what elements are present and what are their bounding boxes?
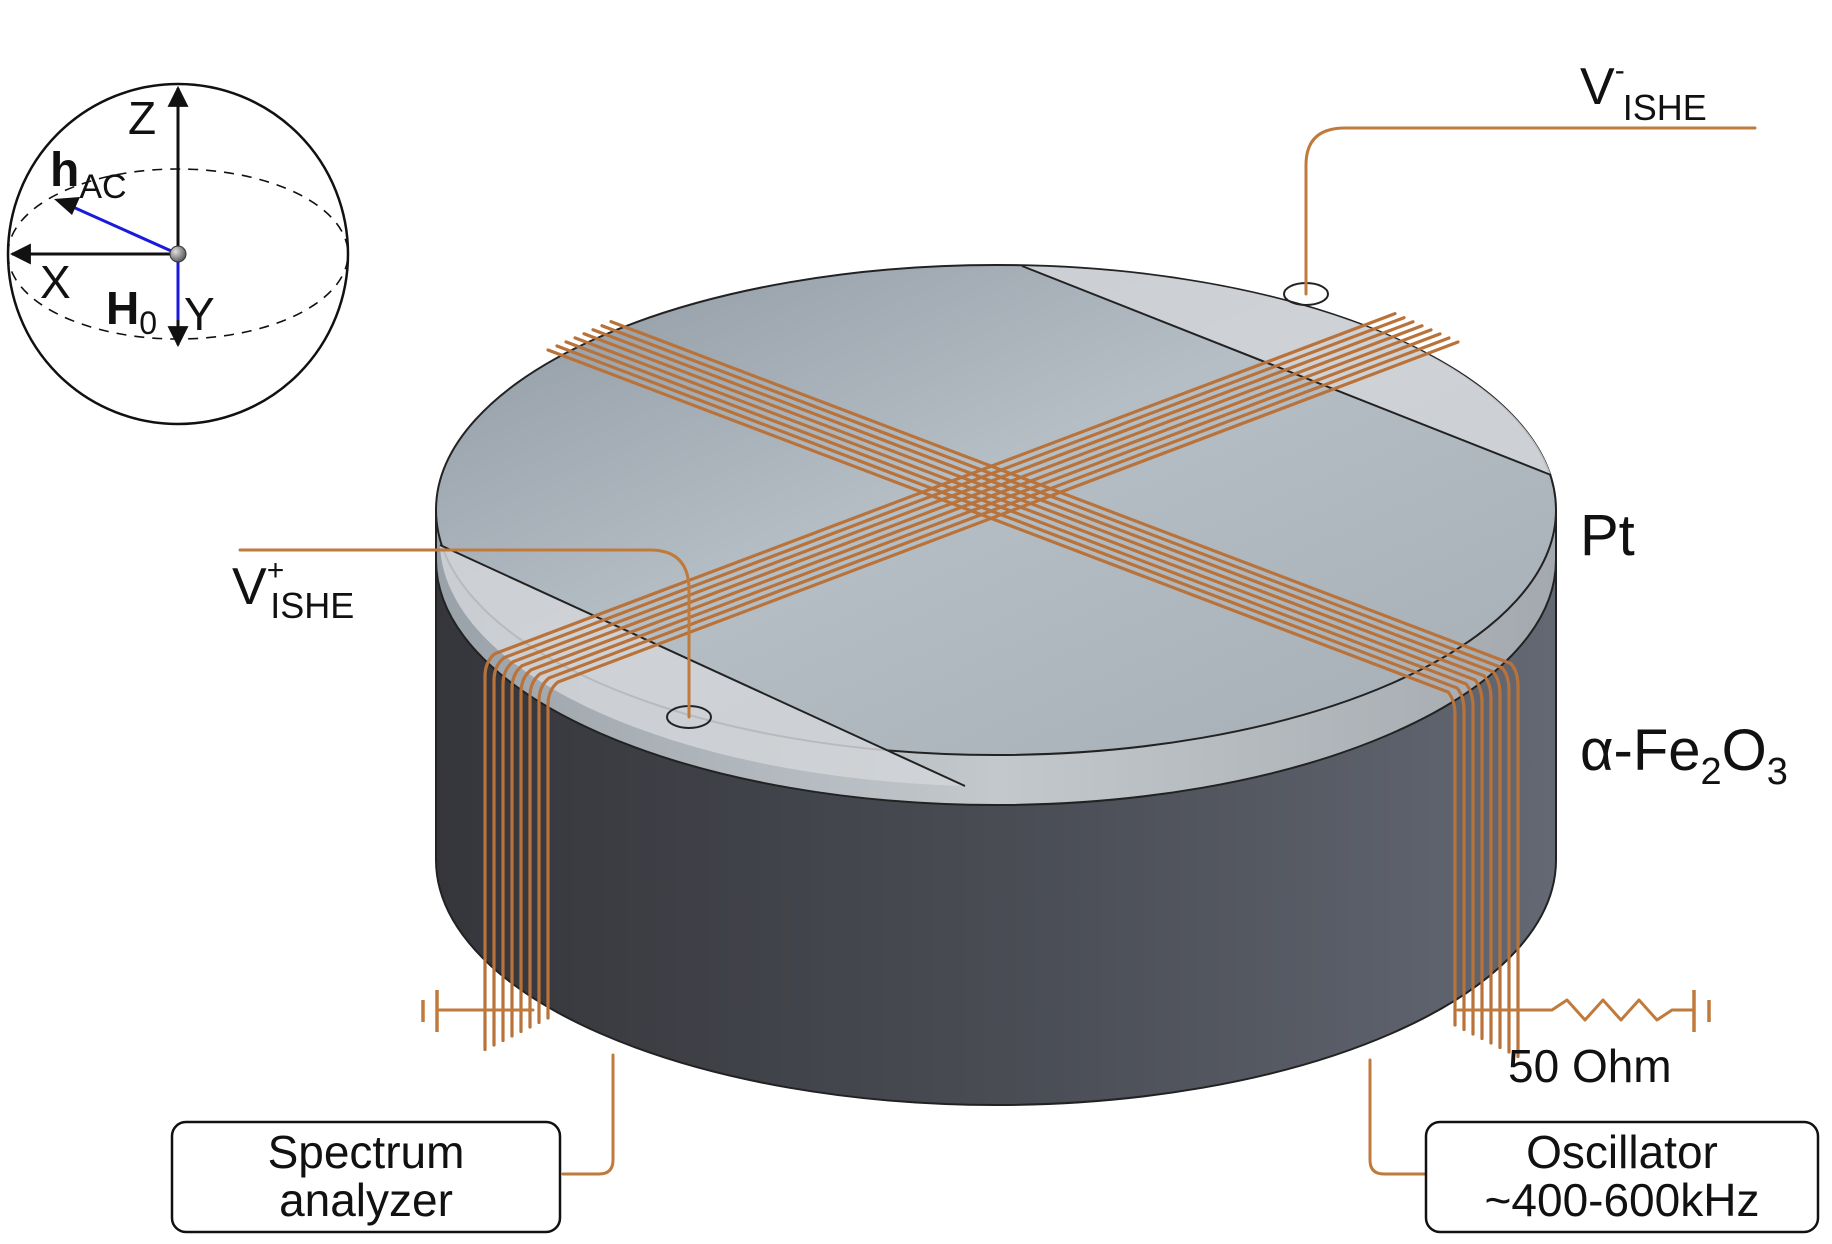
v-ishe-plus-label: V+ISHE bbox=[232, 554, 354, 626]
v-minus-main: V bbox=[1580, 58, 1615, 116]
v-minus-sub: ISHE bbox=[1623, 87, 1707, 128]
coil-b-turn bbox=[537, 336, 1451, 1025]
coil-b-turn bbox=[483, 312, 1397, 1052]
z-label: Z bbox=[128, 92, 156, 144]
coil-a-turn bbox=[582, 332, 1493, 1045]
coil-b-turn bbox=[501, 320, 1415, 1043]
coil-b-turn bbox=[528, 332, 1442, 1029]
coil-a-turn bbox=[609, 320, 1520, 1059]
oscillator-box: Oscillator ~400-600kHz bbox=[1424, 1120, 1820, 1234]
y-label: Y bbox=[184, 288, 215, 340]
resistor-50-ohm bbox=[1456, 998, 1694, 1022]
pickup-coils bbox=[483, 312, 1520, 1059]
coil-a-turn bbox=[555, 344, 1466, 1032]
spectrum-analyzer-box: Spectrum analyzer bbox=[170, 1120, 562, 1234]
pt-label: Pt bbox=[1580, 503, 1635, 568]
hac-subscript: AC bbox=[79, 168, 126, 206]
coordinate-sphere: Z X Y hAC H0 bbox=[6, 82, 350, 426]
oscillator-line2: ~400-600kHz bbox=[1485, 1174, 1760, 1226]
v-minus-wire bbox=[1304, 126, 1757, 296]
coil-b-turn bbox=[546, 340, 1460, 1020]
coil-a-turn bbox=[546, 348, 1457, 1027]
v-plus-main: V bbox=[232, 558, 267, 616]
x-label: X bbox=[40, 256, 71, 308]
h0-label: H0 bbox=[106, 282, 157, 341]
coil-a-turn bbox=[591, 328, 1502, 1050]
fe-part-b: O bbox=[1722, 718, 1767, 783]
analyzer-wire bbox=[561, 1053, 615, 1176]
lead-wires bbox=[238, 126, 1757, 1176]
coil-a-turn bbox=[564, 340, 1475, 1036]
v-plus-wire bbox=[238, 548, 691, 719]
oscillator-wire bbox=[1368, 1058, 1428, 1176]
origin-ball bbox=[169, 245, 187, 263]
h0-subscript: 0 bbox=[139, 305, 157, 341]
coil-b-turn bbox=[492, 316, 1406, 1047]
v-plus-sup: + bbox=[267, 554, 285, 587]
fe-sub-1: 2 bbox=[1701, 751, 1722, 793]
h0-main: H bbox=[106, 282, 139, 334]
oscillator-line1: Oscillator bbox=[1526, 1126, 1718, 1178]
hac-vector-line bbox=[63, 201, 179, 256]
hac-label: hAC bbox=[50, 144, 127, 206]
fe-part-a: α-Fe bbox=[1580, 718, 1701, 783]
oscillator-frame bbox=[1424, 1120, 1820, 1234]
spectrum-analyzer-line2: analyzer bbox=[279, 1174, 453, 1226]
hac-arrowhead bbox=[54, 197, 80, 215]
coil-b-turn bbox=[510, 324, 1424, 1038]
spectrum-analyzer-frame bbox=[170, 1120, 562, 1234]
strip-edge-left bbox=[439, 544, 966, 787]
fe2o3-label: α-Fe2O3 bbox=[1580, 718, 1788, 793]
fe-sub-2: 3 bbox=[1767, 751, 1788, 793]
v-minus-sup: - bbox=[1615, 54, 1625, 87]
v-ishe-minus-label: V-ISHE bbox=[1580, 54, 1707, 128]
hac-main: h bbox=[50, 144, 79, 197]
coil-b-turn bbox=[519, 328, 1433, 1034]
resistor-label: 50 Ohm bbox=[1508, 1040, 1672, 1092]
spectrum-analyzer-line1: Spectrum bbox=[268, 1126, 465, 1178]
coil-a-turn bbox=[573, 336, 1484, 1041]
coil-a-turn bbox=[600, 324, 1511, 1054]
v-plus-sub: ISHE bbox=[270, 585, 354, 626]
crystal-cylinder bbox=[435, 264, 1557, 1106]
